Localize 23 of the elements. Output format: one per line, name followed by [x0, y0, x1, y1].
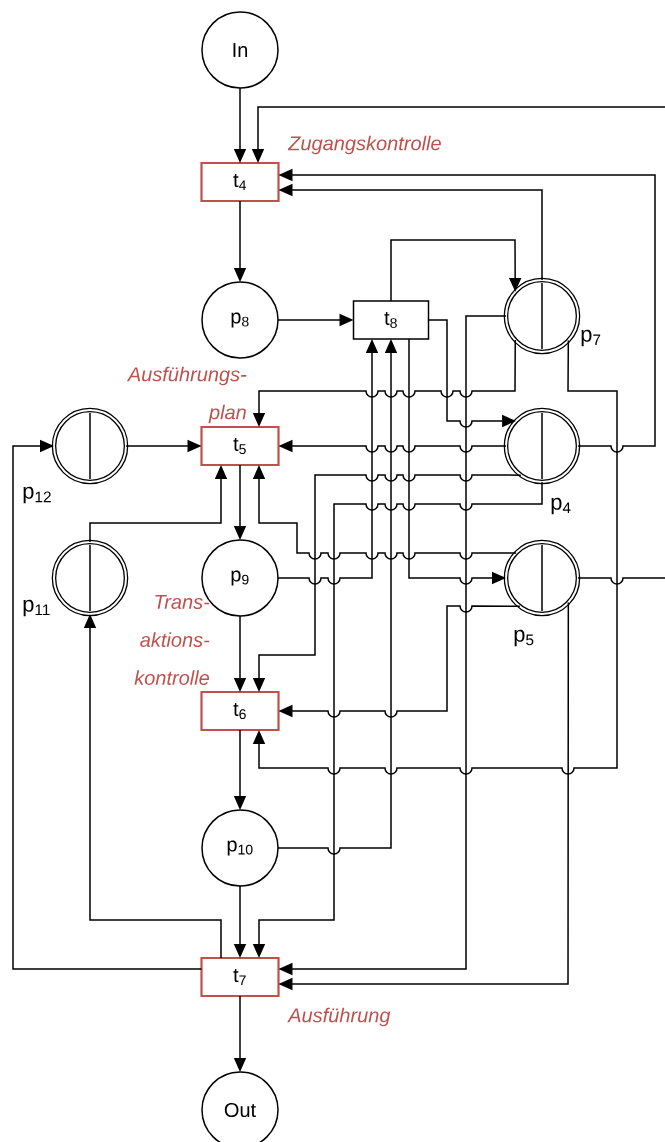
annotation-label: Trans- aktions- kontrolle	[134, 595, 210, 685]
double-circle	[51, 407, 129, 485]
place-label: p$_{11}$	[23, 599, 50, 617]
arrow	[252, 339, 618, 775]
double-circle	[503, 407, 581, 485]
double-circle	[51, 539, 129, 617]
arrow	[390, 239, 522, 302]
place-label: p$_{4}$	[551, 497, 571, 515]
arrow	[12, 439, 203, 970]
place-label: p$_{5}$	[514, 629, 534, 647]
transition-box: t$_{6}$	[200, 690, 280, 732]
place-label: p$_{12}$	[23, 486, 51, 504]
transition-box: t$_{4}$	[200, 161, 280, 203]
double-circle	[503, 539, 581, 617]
annotation-label: Ausführung	[287, 1007, 391, 1027]
transition-box: t$_{7}$	[200, 956, 280, 998]
annotation-label: Zugangskontrolle	[287, 135, 441, 155]
transition-box: t$_{8}$	[352, 300, 430, 340]
transition-box: t$_{5}$	[200, 425, 280, 467]
double-circle	[503, 277, 581, 355]
connector-line	[577, 577, 665, 585]
place-label: p$_{7}$	[581, 329, 601, 347]
annotation-label: Ausführungs- plan	[126, 366, 247, 424]
